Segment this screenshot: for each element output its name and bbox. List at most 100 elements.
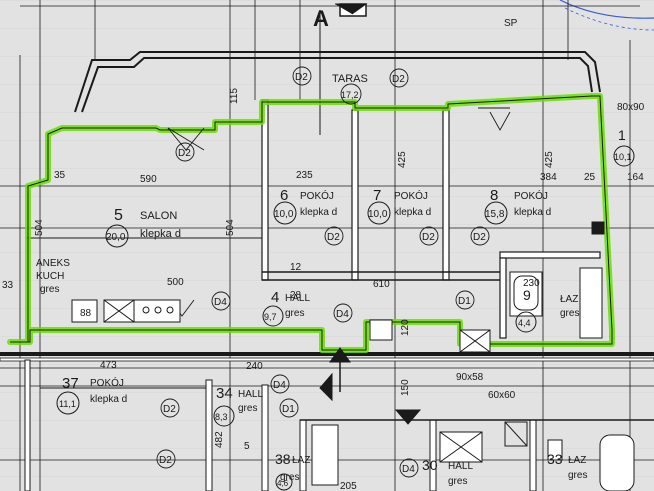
- room-8-number: 8: [490, 187, 498, 204]
- room-37-area: 11,1: [59, 399, 76, 409]
- terrace-label: TARAS: [332, 73, 368, 85]
- dim-88: 88: [80, 308, 92, 319]
- room-30-name: HALL: [448, 461, 473, 472]
- room-6-area: 10,0: [274, 209, 294, 220]
- room-8-name: POKÓJ: [514, 189, 548, 202]
- dim-425: 425: [397, 151, 408, 168]
- terrace-area: 17,2: [341, 90, 359, 100]
- dim-33: 33: [2, 280, 14, 291]
- room-4-number: 4: [271, 289, 279, 306]
- room-9-area: 4,4: [518, 318, 531, 328]
- dim-384: 384: [540, 172, 557, 183]
- door-tag-d4: D4: [402, 464, 415, 475]
- sp-label: SP: [504, 18, 518, 29]
- dim-230: 230: [523, 278, 540, 289]
- dim-80x90: 80x90: [617, 102, 645, 113]
- dim-12: 12: [290, 262, 302, 273]
- room-37-number: 37: [62, 375, 79, 392]
- dim-90x58: 90x58: [456, 372, 484, 383]
- dimension-labels: 590 235 384 164 500 610 230 473 240 35 2…: [2, 88, 645, 491]
- kitchen-label-2: KUCH: [36, 271, 64, 282]
- dim-500: 500: [167, 277, 184, 288]
- door-tag-d4: D4: [336, 309, 349, 320]
- dim-504-left: 504: [34, 219, 45, 236]
- room-4-area: 9,7: [264, 312, 277, 322]
- door-tag-d2: D2: [422, 232, 435, 243]
- room-7-number: 7: [373, 187, 381, 204]
- room-34-name: HALL: [238, 389, 263, 400]
- room-9-name: ŁAZ: [560, 294, 578, 305]
- room-6-number: 6: [280, 187, 288, 204]
- dim-240: 240: [246, 361, 263, 372]
- dim-150: 150: [400, 379, 411, 396]
- dim-482: 482: [214, 431, 225, 448]
- room-1-number: 1: [618, 127, 626, 143]
- room-5-floor: klepka d: [140, 228, 181, 240]
- door-tag-d1: D1: [282, 404, 295, 415]
- room-5-name: SALON: [140, 210, 177, 222]
- door-tag-d2: D2: [473, 232, 486, 243]
- door-tag-d2: D2: [392, 74, 405, 85]
- room-37-floor: klepka d: [90, 394, 127, 405]
- room-6-floor: klepka d: [300, 207, 337, 218]
- room-5-area: 20,0: [106, 232, 126, 243]
- door-tag-d4: D4: [273, 380, 286, 391]
- room-9-number: 9: [523, 287, 531, 303]
- door-tag-d2: D2: [159, 455, 172, 466]
- north-label: A: [313, 6, 329, 31]
- room-34-floor: gres: [238, 403, 257, 414]
- kitchen-label-3: gres: [40, 284, 59, 295]
- room-30-floor: gres: [448, 476, 467, 487]
- door-tag-d1: D1: [458, 296, 471, 307]
- dim-120: 120: [400, 319, 411, 336]
- room-34-number: 34: [216, 385, 233, 402]
- door-tag-d2: D2: [295, 72, 308, 83]
- walls: [0, 99, 654, 491]
- room-38-number: 38: [275, 451, 291, 467]
- dim-60x60: 60x60: [488, 390, 516, 401]
- room-37-name: POKÓJ: [90, 376, 124, 389]
- room-8-floor: klepka d: [514, 207, 551, 218]
- terrace-outline: [74, 51, 601, 113]
- dim-28: 28: [290, 290, 302, 301]
- room-7-area: 10,0: [368, 209, 388, 220]
- room-30-number: 30: [422, 457, 438, 473]
- dim-610: 610: [373, 279, 390, 290]
- dim-504: 504: [225, 219, 236, 236]
- room-34-area: 8,3: [215, 412, 228, 422]
- dim-35: 35: [54, 170, 66, 181]
- dim-115: 115: [229, 88, 240, 104]
- section-markers: [319, 3, 422, 425]
- door-tag-d2: D2: [327, 232, 340, 243]
- door-tag-d2: D2: [163, 404, 176, 415]
- door-tag-d2: D2: [178, 148, 191, 159]
- door-tag-d4: D4: [214, 297, 227, 308]
- dim-235: 235: [296, 170, 313, 181]
- room-33-floor: gres: [568, 470, 587, 481]
- room-38-name: ŁAZ: [292, 455, 310, 466]
- dim-205: 205: [340, 481, 357, 491]
- room-1-area: 10,1: [614, 152, 632, 162]
- room-4-floor: gres: [285, 308, 304, 319]
- dim-25: 25: [584, 172, 596, 183]
- dim-164: 164: [627, 172, 644, 183]
- kitchen-fixtures: [71, 221, 635, 491]
- room-4-name: HALL: [285, 293, 310, 304]
- dim-5: 5: [244, 441, 250, 452]
- kitchen-label-1: ANEKS: [36, 258, 70, 269]
- room-33-name: ŁAZ: [568, 455, 586, 466]
- door-tag-labels: D2 D2 D2 D2 D2 D2 D4 D4 D1 D4 D1 D2 D2 D…: [159, 72, 486, 475]
- room-5-number: 5: [114, 207, 123, 224]
- room-8-area: 15,8: [485, 209, 505, 220]
- dim-473: 473: [100, 360, 117, 371]
- dim-425-right: 425: [544, 151, 555, 168]
- room-9-floor: gres: [560, 308, 579, 319]
- room-38-area: 4,6: [277, 479, 289, 488]
- door-tags: [156, 66, 490, 478]
- room-7-name: POKÓJ: [394, 189, 428, 202]
- room-7-floor: klepka d: [394, 207, 431, 218]
- labels: A TARAS 17,2 SP 5 SALON klepka d 20,0 6 …: [36, 6, 635, 491]
- room-33-number: 33: [547, 451, 563, 467]
- dim-590: 590: [140, 174, 157, 185]
